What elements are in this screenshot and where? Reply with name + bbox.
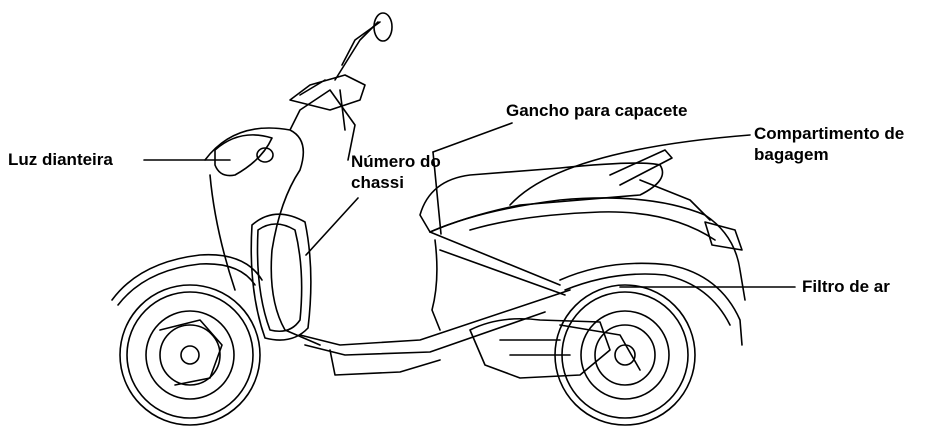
label-gancho-capacete: Gancho para capacete (506, 101, 688, 120)
label-compartimento-line1: Compartimento de (754, 124, 905, 143)
engine (469, 317, 641, 379)
label-compartimento-line2: bagagem (754, 145, 829, 164)
headlight-panel (214, 134, 273, 177)
label-numero-chassi-line1: Número do (351, 152, 441, 171)
tail-light (704, 221, 743, 251)
front-fender (111, 253, 263, 306)
rear-rack (609, 149, 711, 221)
leader-gancho-2 (432, 151, 442, 235)
leader-gancho-1 (432, 122, 513, 153)
rear-body (429, 197, 746, 331)
floorboard (299, 289, 571, 376)
leader-compartimento (509, 134, 751, 206)
label-numero-chassi-line2: chassi (351, 173, 404, 192)
mirror (341, 21, 381, 66)
label-filtro-ar: Filtro de ar (802, 277, 890, 296)
rear-fender (559, 262, 743, 346)
leg-panel (250, 213, 312, 341)
handlebar (289, 21, 379, 131)
front-wheel (119, 284, 261, 426)
leader-numero (305, 197, 359, 256)
frame (429, 231, 566, 296)
label-luz-dianteira: Luz dianteira (8, 150, 113, 169)
rear-wheel (554, 284, 696, 426)
front-shield (204, 89, 356, 346)
leader-lines (143, 122, 796, 288)
